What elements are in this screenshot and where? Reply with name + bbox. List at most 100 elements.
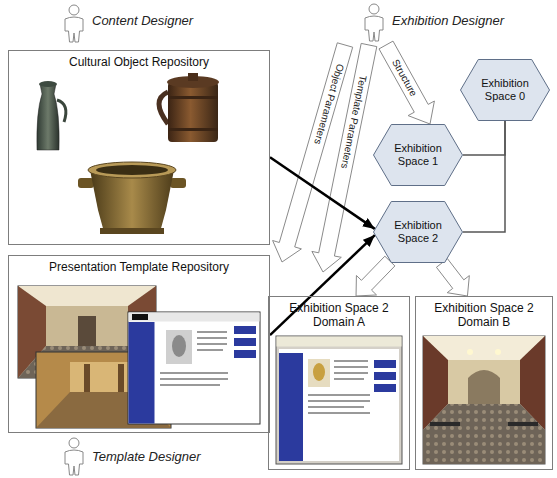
structure-line — [463, 121, 505, 232]
page-image — [166, 330, 192, 364]
bronze-vase — [37, 81, 66, 150]
gallery-floor — [423, 404, 545, 464]
person-icon — [65, 438, 83, 475]
webpage-screenshot — [276, 336, 402, 464]
node-title: Exhibition Space 1 — [388, 142, 448, 168]
node-title: Exhibition Space 2 Domain B — [416, 297, 552, 330]
exhibition-space-hexagon: Exhibition Space 1 — [373, 124, 463, 186]
text-line — [308, 394, 370, 396]
node-title: Presentation Template Repository — [9, 256, 269, 274]
browser-page — [279, 349, 399, 461]
gallery-lamp — [495, 349, 501, 355]
mortar — [78, 162, 186, 234]
gallery-table — [430, 422, 460, 426]
tankard-handle — [159, 92, 168, 124]
page-logo — [132, 314, 148, 320]
node-title: Cultural Object Repository — [9, 51, 269, 69]
person-body — [65, 450, 83, 475]
input-arrow — [270, 157, 375, 229]
parameter-arrow — [312, 43, 377, 272]
hexagon-shape — [374, 202, 463, 263]
mortar-lug — [170, 178, 186, 188]
text-line — [308, 400, 370, 402]
page-panel — [374, 384, 396, 392]
person-body — [365, 16, 383, 41]
structure-arrow — [379, 41, 434, 124]
person-body — [65, 17, 83, 42]
text-line — [197, 343, 227, 345]
role-label: Content Designer — [92, 13, 193, 28]
mortar-rim — [88, 162, 176, 178]
gallery-wall — [448, 360, 520, 404]
gallery-wall — [46, 306, 128, 346]
domain-box: Exhibition Space 2 Domain A — [268, 296, 410, 470]
text-line — [197, 349, 223, 351]
gallery-arch — [468, 370, 500, 404]
vase-rim — [39, 81, 57, 87]
text-line — [308, 406, 364, 408]
tankard-body — [168, 82, 218, 142]
webpage-screenshot — [128, 312, 260, 424]
repository-box: Cultural Object Repository — [8, 50, 270, 245]
text-line — [160, 372, 228, 374]
output-arrow — [356, 256, 395, 296]
page-header — [129, 313, 260, 322]
gallery-pillar — [84, 364, 90, 392]
output-arrow — [436, 259, 469, 296]
page-panel — [234, 326, 256, 334]
mortar-lug — [78, 178, 94, 188]
page-image — [308, 359, 330, 387]
repository-box: Presentation Template Repository — [8, 255, 270, 433]
browser-frame — [276, 336, 402, 464]
page-panel — [374, 372, 396, 380]
gallery-screenshot — [423, 336, 545, 464]
role-label: Template Designer — [92, 449, 201, 464]
person-head — [369, 4, 379, 14]
gallery-table — [508, 422, 538, 426]
gallery-door — [78, 316, 96, 346]
role-label: Exhibition Designer — [392, 13, 504, 28]
browser-toolbar — [277, 337, 402, 347]
page-sidebar — [279, 353, 303, 461]
text-line — [160, 384, 220, 386]
node-title: Exhibition Space 2 — [388, 219, 448, 245]
person-head — [69, 438, 79, 448]
text-line — [160, 378, 228, 380]
domain-box: Exhibition Space 2 Domain B — [415, 296, 553, 470]
text-line — [334, 372, 368, 374]
screenshot-frame — [423, 336, 545, 464]
page-panel — [374, 360, 396, 368]
tankard-knob — [188, 73, 198, 81]
text-line — [197, 331, 227, 333]
structure-line — [463, 121, 505, 155]
text-line — [334, 378, 364, 380]
tankard-band — [168, 96, 218, 99]
exhibition-space-hexagon: Exhibition Space 0 — [460, 59, 550, 121]
page-panel — [234, 350, 256, 358]
mortar-base — [100, 228, 164, 234]
page-panel — [234, 338, 256, 346]
page-sidebar — [129, 322, 155, 424]
mortar-hollow — [96, 165, 168, 175]
text-line — [308, 412, 370, 414]
mortar-bowl — [90, 170, 174, 232]
page-figure — [172, 335, 186, 357]
node-title: Exhibition Space 2 Domain A — [269, 297, 409, 330]
person-icon — [365, 4, 383, 41]
page-figure — [313, 363, 325, 381]
exhibition-space-hexagon: Exhibition Space 2 — [373, 201, 463, 263]
text-line — [197, 337, 227, 339]
tankard — [159, 73, 219, 142]
person-icon — [65, 5, 83, 42]
hexagon-shape — [461, 60, 550, 121]
node-title: Exhibition Space 0 — [475, 77, 535, 103]
vase-body — [37, 84, 59, 150]
gallery-pillar — [118, 364, 124, 392]
screenshot-frame — [128, 312, 260, 424]
person-head — [69, 5, 79, 15]
text-line — [334, 360, 368, 362]
hexagon-shape — [374, 125, 463, 186]
gallery-lamp — [467, 349, 473, 355]
text-line — [334, 366, 368, 368]
